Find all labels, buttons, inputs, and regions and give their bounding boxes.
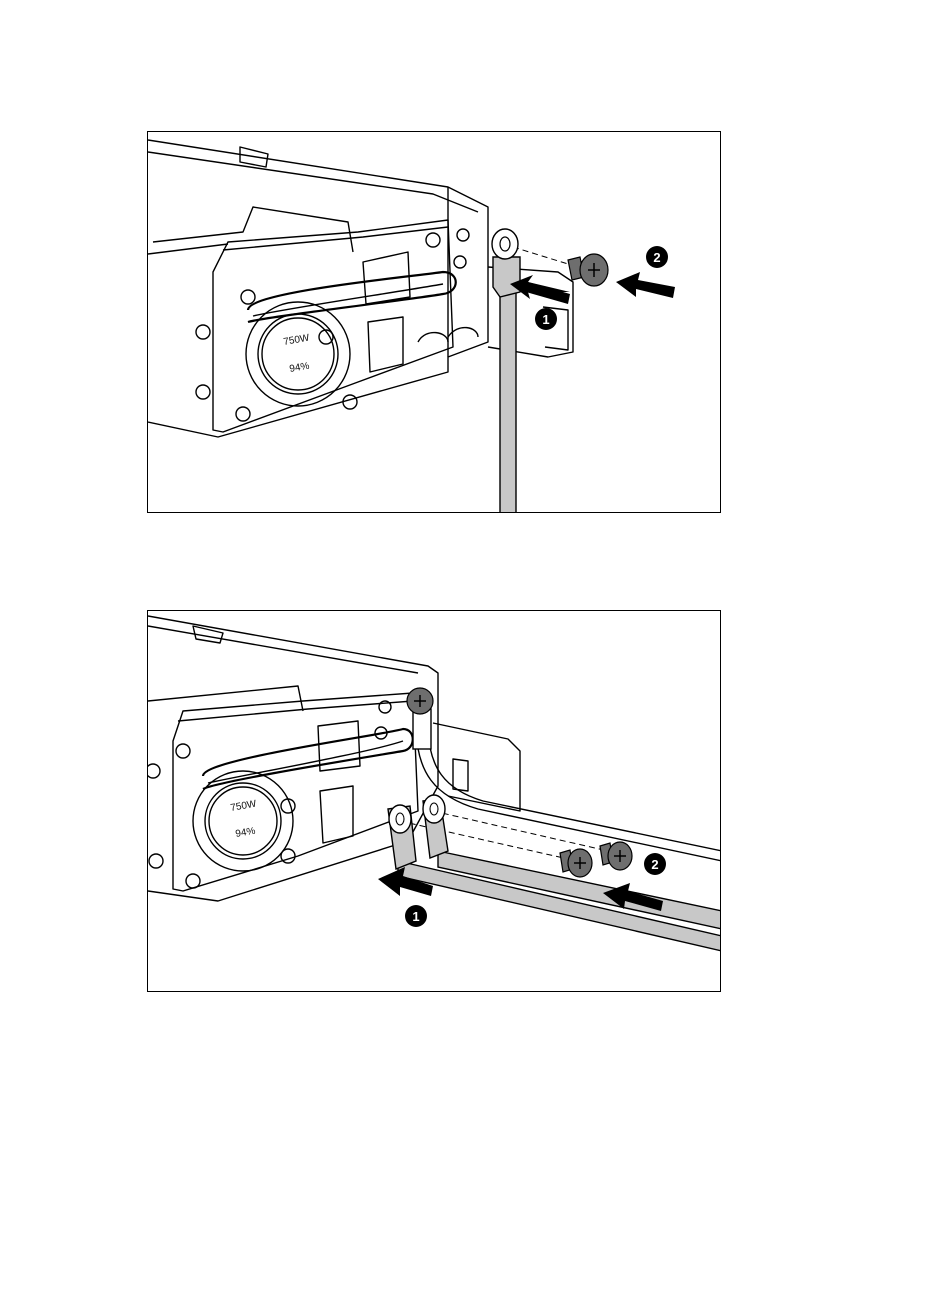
screw-icon xyxy=(600,842,632,870)
psu-rating-label: 750W xyxy=(230,798,258,813)
figure-1-drawing: 1 2 750W 94% xyxy=(148,132,721,513)
callout-2: 2 xyxy=(646,246,668,268)
psu-rating-label: 750W xyxy=(283,332,311,347)
svg-text:1: 1 xyxy=(412,909,419,924)
installed-lug xyxy=(407,688,433,749)
arrow-icon xyxy=(616,272,675,298)
callout-1: 1 xyxy=(535,308,557,330)
ground-bracket xyxy=(433,723,520,811)
svg-text:2: 2 xyxy=(653,250,660,265)
fan-inner xyxy=(209,787,277,855)
ground-cable xyxy=(492,229,520,513)
fan-inner xyxy=(262,318,334,390)
psu-face xyxy=(213,220,453,432)
illustration-ground-cable-single: 1 2 750W 94% xyxy=(147,131,721,513)
ground-cable xyxy=(388,795,721,951)
psu-face xyxy=(173,693,418,891)
psu-efficiency-label: 94% xyxy=(235,826,257,840)
screw-icon xyxy=(560,849,592,877)
svg-text:2: 2 xyxy=(651,857,658,872)
screw-icon xyxy=(568,254,608,286)
figure-2-drawing: 1 2 750W 94% xyxy=(148,611,721,992)
callout-2: 2 xyxy=(644,853,666,875)
callout-1: 1 xyxy=(405,905,427,927)
psu-handle xyxy=(203,729,413,789)
psu-handle xyxy=(248,272,456,322)
psu-efficiency-label: 94% xyxy=(289,361,311,375)
fan-outer xyxy=(193,771,293,871)
illustration-ground-cable-dual: 1 2 750W 94% xyxy=(147,610,721,992)
svg-text:1: 1 xyxy=(542,312,549,327)
